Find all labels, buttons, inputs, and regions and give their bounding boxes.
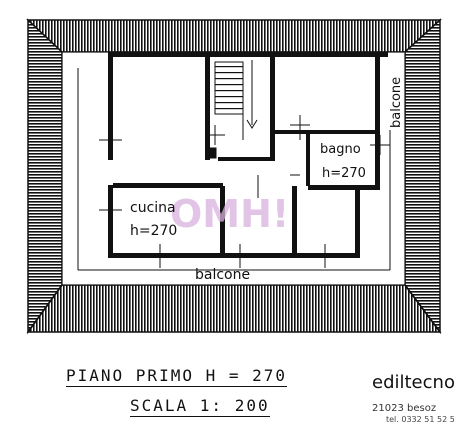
plan-scale: SCALA 1: 200 xyxy=(130,396,270,417)
label-balcone-right: balcone xyxy=(389,77,404,128)
brand-phone: tel. 0332 51 52 5 xyxy=(386,415,455,424)
watermark: OMH! xyxy=(170,192,289,236)
roof-top xyxy=(26,19,442,53)
label-bagno: bagno xyxy=(320,142,361,157)
roof-right xyxy=(404,18,441,335)
floor-plan: OMH! cucina h=270 bagno h=270 balcone ba… xyxy=(26,18,442,335)
roof-bottom xyxy=(26,284,442,333)
brand-address: 21023 besoz xyxy=(372,403,437,414)
label-bagno-height: h=270 xyxy=(322,166,366,181)
plan-title: PIANO PRIMO H = 270 xyxy=(66,366,288,387)
roof-eaves xyxy=(26,18,442,335)
roof-left xyxy=(27,18,63,335)
staircase xyxy=(214,60,258,140)
label-cucina: cucina xyxy=(130,200,176,216)
openings xyxy=(99,115,390,268)
brand-name: ediltecno xyxy=(372,372,455,393)
interior-walls xyxy=(113,52,378,256)
label-cucina-height: h=270 xyxy=(130,223,177,239)
label-balcone-bottom: balcone xyxy=(195,267,250,283)
